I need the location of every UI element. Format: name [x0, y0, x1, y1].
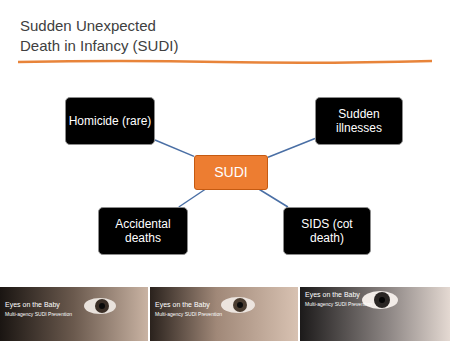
central-box: SUDI — [194, 155, 268, 190]
photo-subcaption: Multi-agency SUDI Prevention — [305, 301, 372, 308]
category-box: SIDS (cot death) — [283, 207, 371, 255]
photo-subcaption: Multi-agency SUDI Prevention — [155, 311, 222, 318]
box-label: SIDS (cot death) — [284, 217, 370, 245]
photo-caption: Eyes on the Baby — [305, 290, 360, 299]
category-box: Accidental deaths — [98, 207, 188, 255]
box-label: Sudden illnesses — [316, 107, 402, 135]
box-label: SUDI — [214, 164, 247, 180]
connector-line — [155, 140, 194, 156]
box-label: Homicide (rare) — [69, 114, 152, 128]
photo-strip — [0, 287, 450, 341]
category-box: Homicide (rare) — [65, 97, 155, 145]
box-label: Accidental deaths — [99, 217, 187, 245]
connector-line — [179, 190, 205, 208]
connector-line — [268, 139, 315, 158]
photo-caption: Eyes on the Baby — [5, 300, 60, 309]
slide-title: Sudden Unexpected Death in Infancy (SUDI… — [20, 16, 185, 56]
connector-line — [259, 190, 287, 208]
photo-caption: Eyes on the Baby — [155, 300, 210, 309]
photo-subcaption: Multi-agency SUDI Prevention — [5, 311, 72, 318]
title-underline — [18, 61, 432, 63]
category-box: Sudden illnesses — [315, 97, 403, 145]
